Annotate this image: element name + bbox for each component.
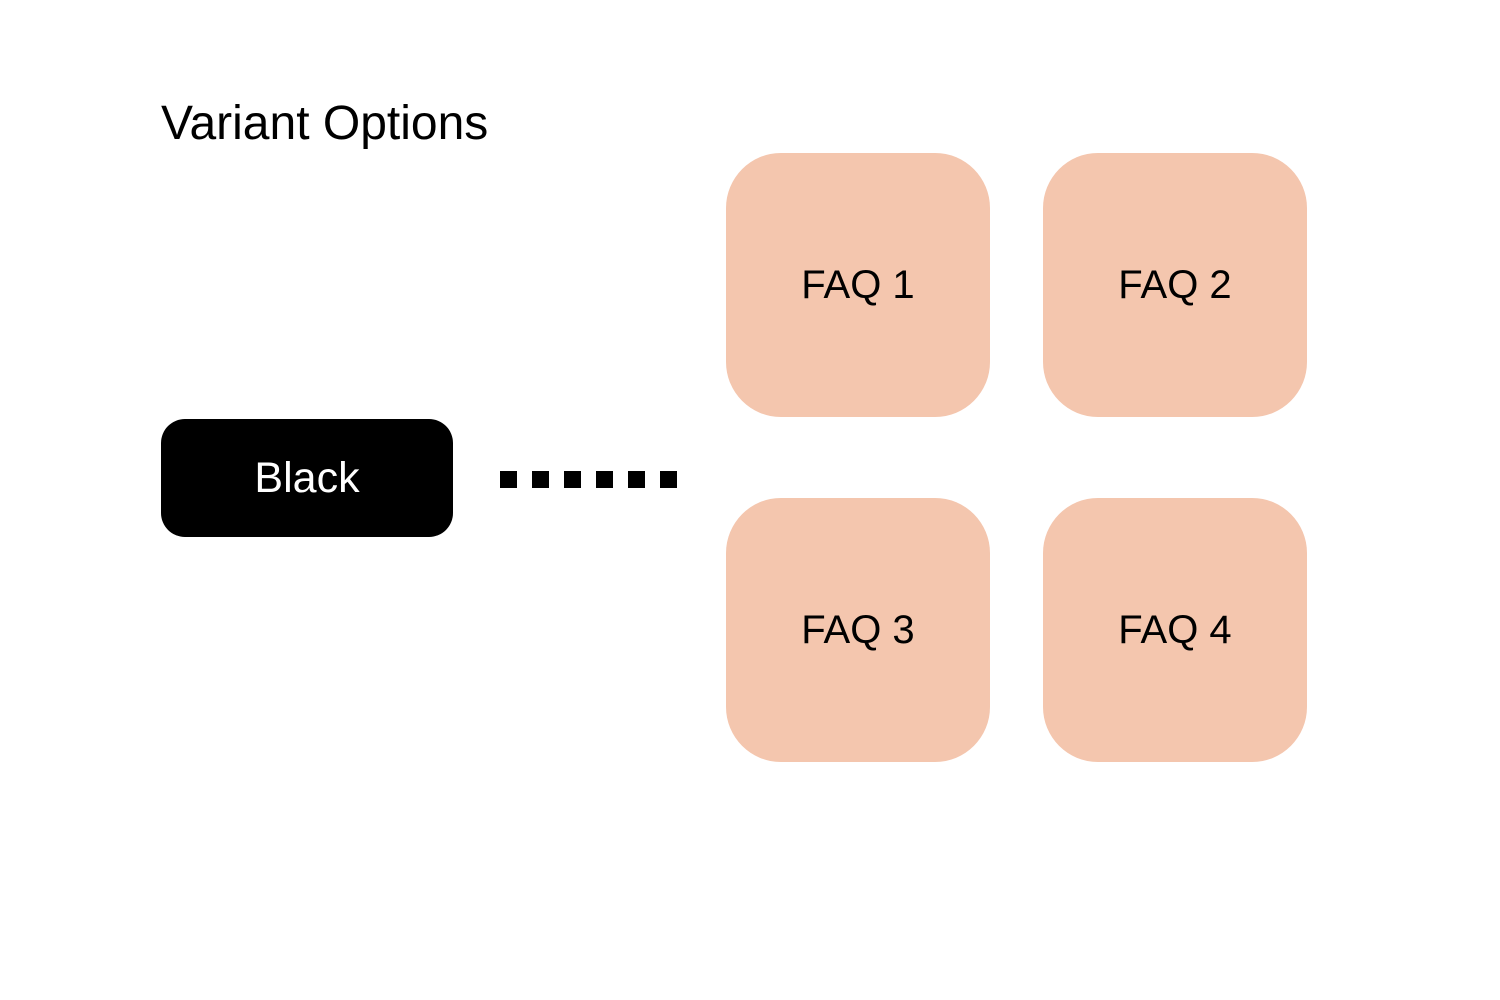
faq-card-3[interactable]: FAQ 3 [726,498,990,762]
faq-grid: FAQ 1 FAQ 2 FAQ 3 FAQ 4 [726,153,1307,762]
faq-card-4[interactable]: FAQ 4 [1043,498,1307,762]
dashed-connector-line [500,471,677,488]
faq-card-label: FAQ 2 [1118,262,1232,307]
faq-card-label: FAQ 1 [801,262,915,307]
faq-card-label: FAQ 3 [801,607,915,652]
connector-dash [500,471,517,488]
connector-dash [532,471,549,488]
connector-dash [660,471,677,488]
connector-dash [628,471,645,488]
page-title: Variant Options [161,97,489,150]
variant-node-black[interactable]: Black [161,419,453,537]
variant-node-label: Black [254,453,360,502]
faq-card-label: FAQ 4 [1118,607,1232,652]
faq-card-2[interactable]: FAQ 2 [1043,153,1307,417]
connector-dash [564,471,581,488]
connector-dash [596,471,613,488]
faq-card-1[interactable]: FAQ 1 [726,153,990,417]
